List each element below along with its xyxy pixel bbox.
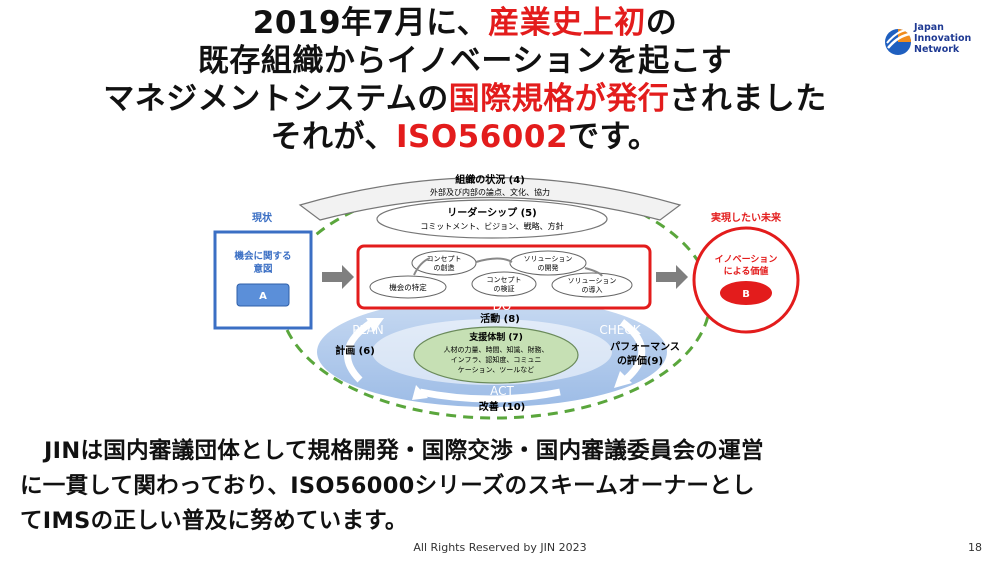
body-line-3: てIMSの正しい普及に努めています。 xyxy=(20,508,408,534)
body-line-2: に一貫して関わっており、ISO56000シリーズのスキームオーナーとし xyxy=(20,473,755,499)
proc-identify xyxy=(369,275,447,299)
context-arc xyxy=(298,176,682,221)
current-box-line-1: 機会に関する xyxy=(234,250,291,262)
plan-label: PLAN xyxy=(352,323,383,337)
check-jp-line-1: パフォーマンス xyxy=(610,341,680,353)
current-box xyxy=(213,230,313,330)
leadership-title: リーダーシップ (5) xyxy=(447,206,536,219)
plan-jp-label: 計画 (6) xyxy=(335,344,375,357)
do-label: DO xyxy=(493,299,512,313)
proc-solution-dev-l1: ソリューション xyxy=(524,255,573,263)
proc-concept-create xyxy=(411,250,477,276)
activity-label: 活動 (8) xyxy=(480,312,520,325)
act-label: ACT xyxy=(490,384,514,398)
current-btn-label: A xyxy=(259,291,267,302)
logo-line-2: Innovation xyxy=(914,33,972,44)
title-line-3: マネジメントシステムの国際規格が発行されました xyxy=(103,81,827,117)
proc-concept-create-l2: の創造 xyxy=(434,263,455,272)
proc-concept-verify-l1: コンセプト xyxy=(487,276,522,284)
proc-solution-deploy xyxy=(551,272,633,298)
support-line-1: 人材の力量、時間、知識、財務、 xyxy=(444,345,549,354)
current-label: 現状 xyxy=(252,211,273,224)
cycle-arrow-left xyxy=(344,319,374,383)
title-line-4: それが、ISO56002です。 xyxy=(270,119,660,155)
future-btn-label: B xyxy=(742,289,750,300)
future-line-1: イノベーション xyxy=(715,254,778,265)
proc-concept-create-l1: コンセプト xyxy=(427,255,462,263)
logo-line-3: Network xyxy=(914,44,960,55)
proc-identify-label: 機会の特定 xyxy=(389,282,427,292)
future-label: 実現したい未来 xyxy=(711,211,782,224)
current-btn xyxy=(236,283,290,307)
context-title: 組織の状況 (4) xyxy=(455,173,525,186)
jin-logo-icon xyxy=(885,29,911,55)
title-line-1: 2019年7月に、産業史上初の xyxy=(252,5,678,41)
proc-solution-dev-l2: の開発 xyxy=(538,263,559,272)
current-box-line-2: 意図 xyxy=(253,263,272,275)
leadership-ellipse xyxy=(376,199,608,239)
footer-copyright: All Rights Reserved by JIN 2023 xyxy=(413,541,587,554)
future-circle xyxy=(692,226,800,334)
title-line-2: 既存組織からイノベーションを起こす xyxy=(197,43,733,79)
check-jp-line-2: の評価(9) xyxy=(617,354,663,367)
jin-logo: Japan Innovation Network xyxy=(884,22,984,66)
proc-solution-dev xyxy=(509,250,587,276)
future-btn xyxy=(720,281,772,305)
support-title: 支援体制 (7) xyxy=(468,331,523,343)
body-line-1: JINは国内審議団体として規格開発・国際交渉・国内審議委員会の運営 xyxy=(44,438,764,464)
page-number: 18 xyxy=(968,541,982,554)
check-label: CHECK xyxy=(599,323,641,337)
logo-line-1: Japan xyxy=(914,22,944,33)
proc-solution-deploy-l2: の導入 xyxy=(582,285,603,294)
act-jp-label: 改善 (10) xyxy=(479,400,526,413)
context-sub: 外部及び内部の論点、文化、協力 xyxy=(430,187,550,197)
future-line-2: による価値 xyxy=(724,265,769,277)
support-line-2: インフラ、認知度、コミュニ xyxy=(451,355,542,364)
support-ellipse xyxy=(413,326,579,384)
support-line-3: ケーション、ツールなど xyxy=(458,366,534,374)
slide-title: 2019年7月に、産業史上初の 既存組織からイノベーションを起こす マネジメント… xyxy=(40,4,890,156)
proc-concept-verify xyxy=(471,271,537,297)
body-paragraph: JINは国内審議団体として規格開発・国際交渉・国内審議委員会の運営 に一貫して関… xyxy=(20,434,980,539)
leadership-sub: コミットメント、ビジョン、戦略、方針 xyxy=(420,221,563,231)
cycle-arrow-right xyxy=(619,319,646,383)
arrow-current-to-process xyxy=(322,265,354,289)
cycle-arrow-bottom xyxy=(419,388,561,403)
arrow-process-to-future xyxy=(656,265,688,289)
proc-concept-verify-l2: の検証 xyxy=(494,284,515,293)
proc-solution-deploy-l1: ソリューション xyxy=(568,277,617,285)
